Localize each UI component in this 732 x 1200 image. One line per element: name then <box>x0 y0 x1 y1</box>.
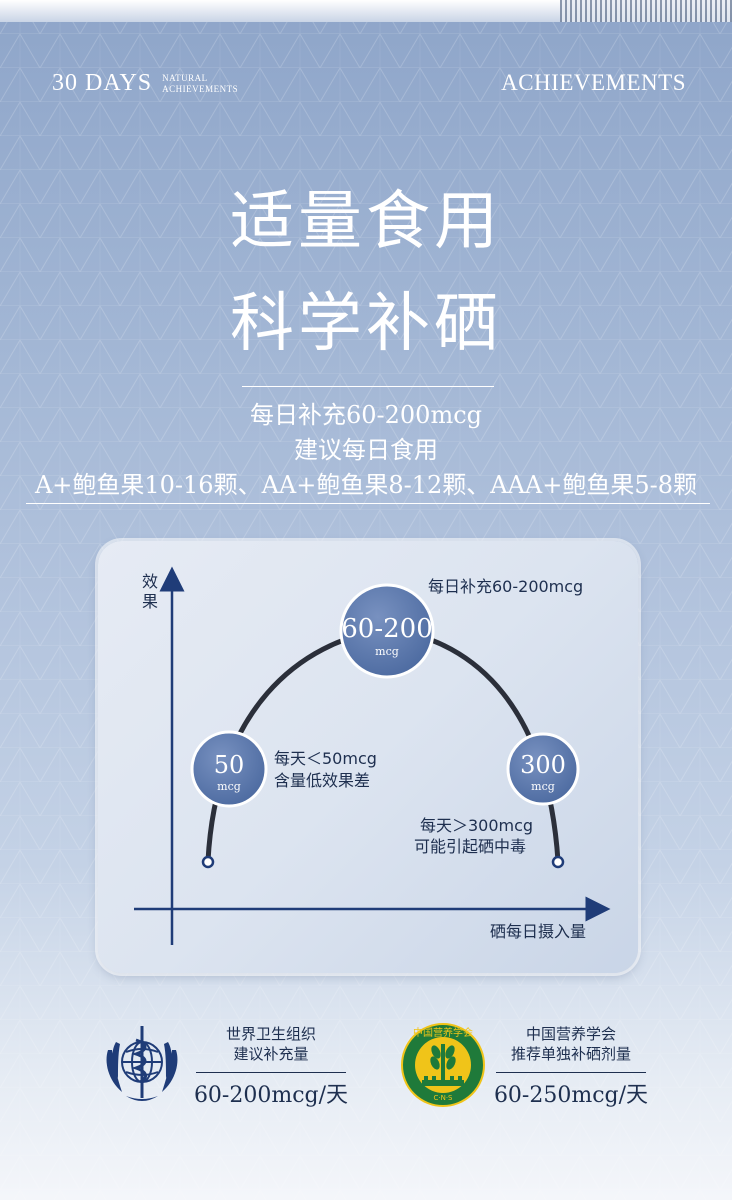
top-bar <box>0 0 732 22</box>
bubble-300-unit: mcg <box>531 780 555 793</box>
brand-main-text: 30 DAYS <box>52 70 153 96</box>
y-axis-label-2: 果 <box>142 592 158 611</box>
subtitle-line-3: A+鲍鱼果10-16颗、AA+鲍鱼果8-12颗、AAA+鲍鱼果5-8颗 <box>34 471 698 499</box>
dosage-effect-diagram: 效 果 硒每日摄入量 每日补充60-200mcg 50 mcg 60-200 m… <box>134 566 611 945</box>
bubble-60-200-value: 60-200 <box>341 614 433 644</box>
bubble-300 <box>506 732 580 806</box>
who-value: 60-200mcg/天 <box>193 1083 349 1108</box>
bubble-50-value: 50 <box>214 751 245 779</box>
low-note-1: 每天＜50mcg <box>274 749 377 768</box>
header-right-title: ACHIEVEMENTS <box>501 70 686 95</box>
bubble-50-unit: mcg <box>217 780 241 793</box>
curve-start-point <box>201 855 215 869</box>
cns-divider <box>496 1072 646 1073</box>
headline-line-2: 科学补硒 <box>230 287 502 361</box>
cns-emblem-icon: 中国营养学会 C·N·S <box>401 1023 485 1107</box>
who-divider <box>196 1072 346 1073</box>
top-note: 每日补充60-200mcg <box>428 577 583 596</box>
bottom-divider <box>26 503 710 504</box>
y-axis-label-1: 效 <box>142 572 158 591</box>
cns-title: 中国营养学会 推荐单独补硒剂量 <box>510 1025 631 1063</box>
high-note-1: 每天＞300mcg <box>420 816 533 835</box>
low-note-2: 含量低效果差 <box>274 771 370 790</box>
x-axis-label: 硒每日摄入量 <box>490 922 586 941</box>
high-note-2: 可能引起硒中毒 <box>414 837 526 856</box>
top-bar-stripes <box>560 0 732 22</box>
who-emblem-icon <box>106 1026 178 1101</box>
who-title: 世界卫生组织 建议补充量 <box>225 1025 316 1063</box>
bubble-50 <box>190 730 268 808</box>
bubble-60-200-unit: mcg <box>375 645 399 658</box>
cns-value: 60-250mcg/天 <box>493 1083 649 1108</box>
subtitle-line-1: 每日补充60-200mcg <box>249 401 483 429</box>
bubble-300-value: 300 <box>520 751 566 779</box>
top-divider <box>242 386 494 387</box>
brand-sub-text: NATURAL ACHIEVEMENTS <box>162 72 239 94</box>
curve-end-point <box>551 855 565 869</box>
cns-logo-text: 中国营养学会 <box>413 1026 473 1039</box>
bubble-60-200 <box>339 583 435 679</box>
subtitle-line-2: 建议每日食用 <box>294 436 438 464</box>
cns-logo-sub: C·N·S <box>433 1094 453 1102</box>
brand-logo: 30 DAYS NATURAL ACHIEVEMENTS <box>52 70 238 97</box>
headline-line-1: 适量食用 <box>230 185 502 259</box>
